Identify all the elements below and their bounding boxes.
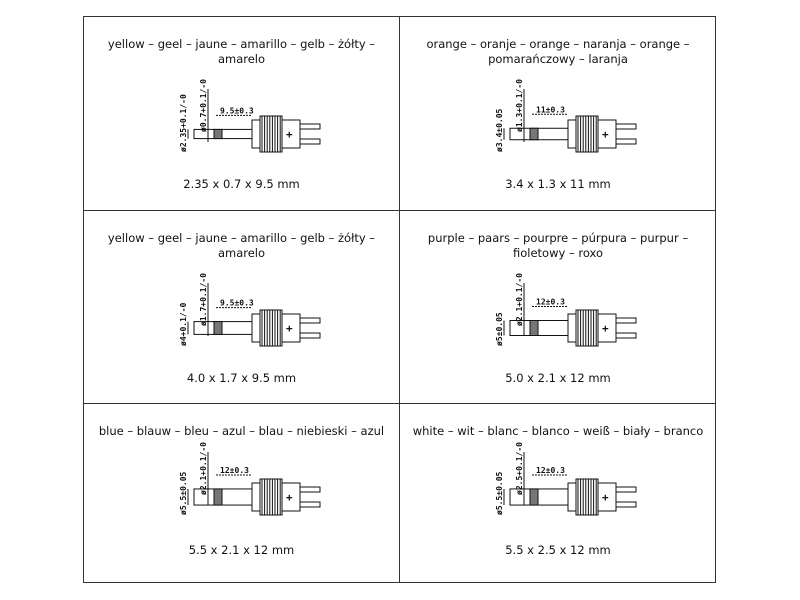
length-dim: 12±0.3 [220,466,249,475]
connector-collar [251,119,261,149]
length-dim: 12±0.3 [536,466,565,475]
connector-size: 3.4 x 1.3 x 11 mm [505,177,611,191]
connector-cell: yellow – geel – jaune – amarillo – gelb … [84,211,400,404]
connector-collar [567,119,577,149]
outer-dim: ø5.5±0.05 [179,471,188,515]
connector-size: 4.0 x 1.7 x 9.5 mm [186,371,297,385]
inner-dim: ø1.7+0.1/-0 [199,273,208,326]
color-names: purple – paars – pourpre – púrpura – pur… [427,231,689,260]
inner-dim: ø2.1+0.1/-0 [515,273,524,326]
pin [615,332,637,339]
plus-mark: + [602,322,609,335]
pin [299,317,321,324]
length-dim: 11±0.3 [536,105,565,114]
pin [299,501,321,508]
connector-cell: purple – paars – pourpre – púrpura – pur… [400,211,716,404]
thread [575,309,599,347]
connector-size: 5.5 x 2.1 x 12 mm [188,543,295,557]
color-names: white – wit – blanc – blanco – weiß – bi… [412,424,704,438]
color-names: yellow – geel – jaune – amarillo – gelb … [107,37,376,66]
insulator-hatch [529,488,539,506]
pin [299,138,321,145]
insulator-hatch [213,128,223,140]
connector-collar [251,313,261,343]
connector-drawing: +12±0.3 ø2.1+0.1/-0 ø5.5±0.05 [179,442,321,516]
connector-body [597,313,617,343]
insulator-hatch [213,488,223,506]
pin [615,486,637,493]
inner-dim: ø1.3+0.1/-0 [515,79,524,132]
thread [259,115,283,153]
outer-dim: ø5.5±0.05 [495,471,504,515]
connector-cell: orange – oranje – orange – naranja – ora… [400,17,716,211]
thread [259,478,283,516]
connector-table: yellow – geel – jaune – amarillo – gelb … [83,16,716,583]
plus-mark: + [602,491,609,504]
connector-body [281,313,301,343]
outer-dim: ø3.4±0.05 [495,108,504,152]
pin [615,317,637,324]
inner-dim: ø2.1+0.1/-0 [199,442,208,495]
connector-size: 5.5 x 2.5 x 12 mm [505,543,611,557]
pin [615,123,637,130]
plus-mark: + [602,128,609,141]
outer-dim: ø5±0.05 [495,312,504,346]
inner-dim: ø2.5+0.1/-0 [515,442,524,495]
thread [259,309,283,347]
length-dim: 12±0.3 [536,298,565,307]
color-names: yellow – geel – jaune – amarillo – gelb … [107,231,376,260]
connector-drawing: +11±0.3 ø1.3+0.1/-0 ø3.4±0.05 [495,79,637,153]
connector-body [281,482,301,512]
connector-cell: blue – blauw – bleu – azul – blau – nieb… [84,404,400,582]
connector-drawing: +12±0.3 ø2.1+0.1/-0 ø5±0.05 [495,273,637,347]
outer-dim: ø4+0.1/-0 [179,302,188,346]
connector-collar [251,482,261,512]
thread [575,478,599,516]
connector-cell: white – wit – blanc – blanco – weiß – bi… [400,404,716,582]
thread [575,115,599,153]
connector-drawing: +9.5±0.3 ø0.7+0.1/-0 ø2.35+0.1/-0 [179,79,321,153]
pin [615,501,637,508]
pin [299,123,321,130]
connector-drawing: +9.5±0.3 ø1.7+0.1/-0 ø4+0.1/-0 [179,273,321,347]
plus-mark: + [286,322,293,335]
plus-mark: + [286,128,293,141]
insulator-hatch [529,127,539,141]
outer-dim: ø2.35+0.1/-0 [179,94,188,152]
pin [615,138,637,145]
connector-collar [567,482,577,512]
connector-drawing: +12±0.3 ø2.5+0.1/-0 ø5.5±0.05 [495,442,637,516]
connector-cell: yellow – geel – jaune – amarillo – gelb … [84,17,400,211]
insulator-hatch [529,320,539,336]
connector-size: 2.35 x 0.7 x 9.5 mm [183,177,300,191]
connector-collar [567,313,577,343]
pin [299,486,321,493]
inner-dim: ø0.7+0.1/-0 [199,79,208,132]
color-names: orange – oranje – orange – naranja – ora… [426,37,690,66]
connector-body [281,119,301,149]
pin [299,332,321,339]
color-names: blue – blauw – bleu – azul – blau – nieb… [98,424,385,438]
connector-body [597,482,617,512]
connector-size: 5.0 x 2.1 x 12 mm [505,371,611,385]
plus-mark: + [286,491,293,504]
length-dim: 9.5±0.3 [220,106,254,115]
insulator-hatch [213,321,223,335]
length-dim: 9.5±0.3 [220,299,254,308]
connector-body [597,119,617,149]
